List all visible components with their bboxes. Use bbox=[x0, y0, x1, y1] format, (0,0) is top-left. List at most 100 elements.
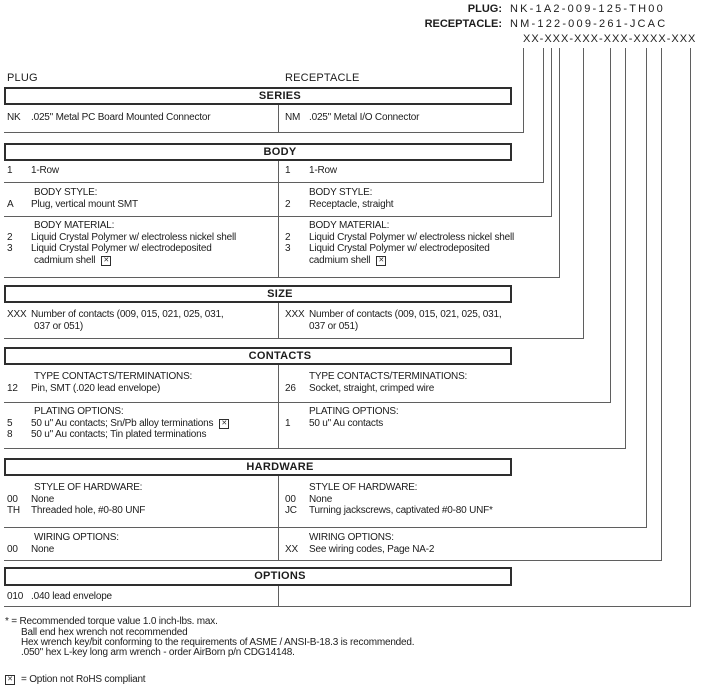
option-desc: Number of contacts (009, 015, 021, 025, … bbox=[31, 309, 224, 320]
body-style-row: BODY STYLE: A Plug, vertical mount SMT BO… bbox=[4, 183, 512, 217]
option-desc: Plug, vertical mount SMT bbox=[31, 198, 138, 210]
option-code: 1 bbox=[7, 165, 13, 176]
connector-rule-wiring bbox=[512, 560, 662, 561]
option-code: XXX bbox=[7, 309, 27, 320]
contact-type-receptacle-option: 26 Socket, straight, crimped wire bbox=[285, 383, 512, 395]
option-code: 2 bbox=[285, 198, 291, 210]
part-number-code-mask: XX-XXX-XXX-XXX-XXXX-XXX bbox=[523, 33, 697, 45]
connector-line-hardware-style bbox=[646, 48, 647, 528]
body-material-receptacle-cell: BODY MATERIAL: 2 Liquid Crystal Polymer w… bbox=[278, 217, 514, 277]
option-code: 26 bbox=[285, 382, 296, 394]
connector-rule-body-style bbox=[512, 216, 552, 217]
option-code: 2 bbox=[285, 231, 291, 243]
wiring-heading: WIRING OPTIONS: bbox=[34, 532, 119, 543]
body-material-option: 2 Liquid Crystal Polymer w/ electroless n… bbox=[285, 232, 514, 244]
connector-line-options bbox=[690, 48, 691, 607]
option-desc: Liquid Crystal Polymer w/ electrodeposit… bbox=[31, 243, 212, 254]
footnote-hex-wrench: Hex wrench key/bit conforming to the req… bbox=[21, 637, 415, 648]
connector-rule-size bbox=[512, 338, 584, 339]
option-desc: Liquid Crystal Polymer w/ electroless ni… bbox=[31, 231, 237, 243]
footnote-lkey: .050" hex L-key long arm wrench - order … bbox=[21, 647, 295, 658]
options-section-header: OPTIONS bbox=[4, 567, 512, 586]
wiring-heading: WIRING OPTIONS: bbox=[309, 532, 394, 543]
option-desc: None bbox=[31, 543, 55, 555]
option-desc: Socket, straight, crimped wire bbox=[309, 382, 435, 394]
size-section-header: SIZE bbox=[4, 285, 512, 303]
connector-rule-options bbox=[512, 606, 691, 607]
option-code: XX bbox=[285, 543, 298, 555]
body-material-option: 3 Liquid Crystal Polymer w/ electrodeposi… bbox=[7, 243, 278, 255]
body-style-plug-option: A Plug, vertical mount SMT bbox=[7, 199, 278, 211]
option-desc: See wiring codes, Page NA-2 bbox=[309, 543, 435, 555]
hardware-style-heading: STYLE OF HARDWARE: bbox=[309, 482, 418, 493]
size-option: XXX Number of contacts (009, 015, 021, 02… bbox=[7, 309, 278, 321]
option-code: 2 bbox=[7, 231, 13, 243]
option-desc-continued: 037 or 051) bbox=[309, 320, 358, 332]
wiring-plug-cell: WIRING OPTIONS: 00 None bbox=[4, 528, 278, 560]
option-code: 00 bbox=[7, 493, 18, 505]
option-desc: Liquid Crystal Polymer w/ electroless ni… bbox=[309, 231, 515, 243]
options-plug-cell: 010.040 lead envelope bbox=[4, 586, 278, 606]
option-code: 8 bbox=[7, 429, 13, 440]
connector-line-size bbox=[583, 48, 584, 339]
not-rohs-icon: ✕ bbox=[376, 255, 387, 266]
footnote-ball-end: Ball end hex wrench not recommended bbox=[21, 627, 188, 638]
option-desc: 1-Row bbox=[309, 165, 337, 176]
connector-rule-contact-type bbox=[512, 402, 611, 403]
size-plug-cell: XXX Number of contacts (009, 015, 021, 02… bbox=[4, 303, 278, 338]
body-material-heading: BODY MATERIAL: bbox=[309, 220, 390, 231]
connector-rule-body-row bbox=[512, 182, 544, 183]
body-rows-plug-cell: 1 1-Row bbox=[4, 161, 278, 182]
option-code: 00 bbox=[7, 543, 18, 555]
option-code: 3 bbox=[7, 243, 13, 254]
option-code: NM bbox=[285, 112, 301, 123]
option-desc: 1-Row bbox=[31, 165, 59, 176]
wiring-plug-option: 00 None bbox=[7, 544, 278, 556]
connector-line-contact-type bbox=[610, 48, 611, 403]
body-material-heading: BODY MATERIAL: bbox=[34, 220, 115, 231]
option-code: A bbox=[7, 198, 14, 210]
footnote-torque: * = Recommended torque value 1.0 inch-lb… bbox=[5, 616, 218, 627]
contacts-section-header: CONTACTS bbox=[4, 347, 512, 365]
option-desc: .025" Metal I/O Connector bbox=[309, 112, 420, 123]
plating-heading: PLATING OPTIONS: bbox=[34, 406, 124, 417]
option-code: NK bbox=[7, 112, 21, 123]
contact-type-heading: TYPE CONTACTS/TERMINATIONS: bbox=[34, 371, 193, 382]
body-style-heading: BODY STYLE: bbox=[34, 187, 98, 198]
wiring-receptacle-cell: WIRING OPTIONS: XX See wiring codes, Page… bbox=[278, 528, 512, 560]
option-desc: 50 u" Au contacts bbox=[309, 417, 384, 429]
body-section-header: BODY bbox=[4, 143, 512, 161]
options-plug-option: 010.040 lead envelope bbox=[7, 591, 278, 603]
series-plug-cell: NK .025" Metal PC Board Mounted Connector bbox=[4, 105, 278, 132]
connector-line-plating bbox=[625, 48, 626, 449]
option-desc: .025" Metal PC Board Mounted Connector bbox=[31, 112, 211, 123]
receptacle-column-label: RECEPTACLE bbox=[285, 72, 360, 84]
connector-line-body-row bbox=[543, 48, 544, 183]
connector-rule-hardware-style bbox=[512, 527, 647, 528]
series-receptacle-option: NM .025" Metal I/O Connector bbox=[285, 112, 512, 124]
plating-heading: PLATING OPTIONS: bbox=[309, 406, 399, 417]
option-desc-continued: cadmium shell✕ bbox=[309, 255, 514, 267]
option-desc: Threaded hole, #0-80 UNF bbox=[31, 505, 146, 516]
connector-line-body-material bbox=[559, 48, 560, 278]
option-desc: 50 u" Au contacts; Tin plated terminatio… bbox=[31, 429, 207, 440]
plug-column-label: PLUG bbox=[7, 72, 38, 84]
plug-part-number-label: PLUG: bbox=[467, 3, 502, 15]
body-style-plug-cell: BODY STYLE: A Plug, vertical mount SMT bbox=[4, 183, 278, 216]
